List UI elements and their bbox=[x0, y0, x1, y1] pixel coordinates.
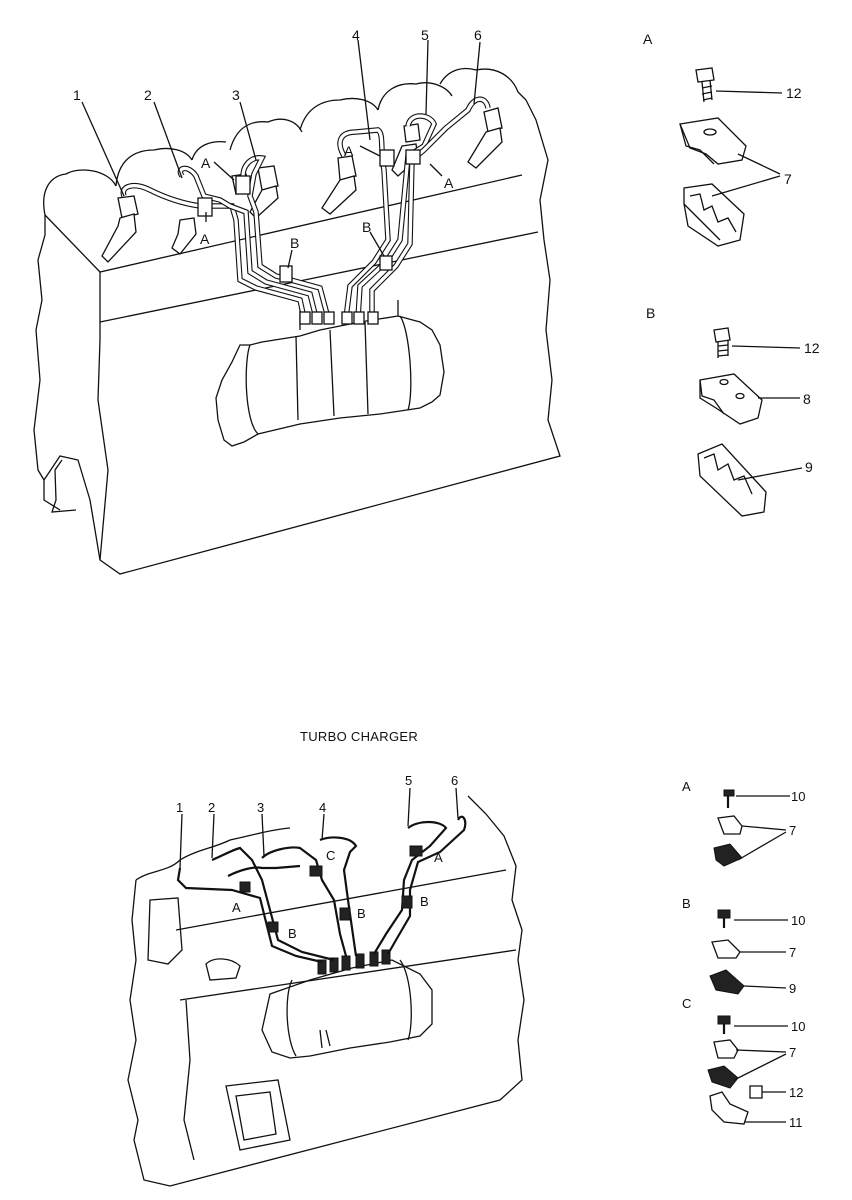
detail-a-upper-clamp bbox=[679, 117, 747, 165]
detail2-a-callout-10: 10 bbox=[791, 789, 805, 804]
bottom-clamp-label-b2: B bbox=[357, 906, 366, 921]
detail-a-bolt bbox=[695, 67, 715, 103]
detail-b-title: B bbox=[646, 305, 655, 321]
top-clamp-label-b2: B bbox=[362, 219, 371, 235]
bottom-clamp-label-b3: B bbox=[420, 894, 429, 909]
bottom-clamp-label-a2: A bbox=[434, 850, 443, 865]
detail2-a-title: A bbox=[682, 779, 691, 794]
detail-b-callout-12: 12 bbox=[804, 340, 820, 356]
detail2-b-callout-10: 10 bbox=[791, 913, 805, 928]
detail-a-callout-7: 7 bbox=[784, 171, 792, 187]
detail2-b-callout-7: 7 bbox=[789, 945, 796, 960]
top-clamp-label-a2: A bbox=[201, 155, 211, 171]
detail-a-callout-12: 12 bbox=[786, 85, 802, 101]
detail-a-lower-clamp bbox=[683, 183, 745, 247]
top-callout-1: 1 bbox=[73, 87, 81, 103]
bottom-clamp-label-c: C bbox=[326, 848, 335, 863]
bottom-callout-6: 6 bbox=[451, 773, 458, 788]
bottom-engine-illustration bbox=[127, 787, 525, 1187]
bottom-clamp-label-a1: A bbox=[232, 900, 241, 915]
detail-b-callout-8: 8 bbox=[803, 391, 811, 407]
injector-6 bbox=[467, 107, 503, 169]
detail-b-bolt bbox=[713, 327, 731, 358]
detail2-b-callout-9: 9 bbox=[789, 981, 796, 996]
detail2-c-title: C bbox=[682, 996, 691, 1011]
bottom-callout-2: 2 bbox=[208, 800, 215, 815]
turbo-charger-heading: TURBO CHARGER bbox=[300, 729, 419, 744]
detail-b-lower-clamp bbox=[697, 443, 767, 517]
bottom-callout-1: 1 bbox=[176, 800, 183, 815]
detail-b-callout-9: 9 bbox=[805, 459, 813, 475]
top-clamp-label-a3: A bbox=[344, 143, 354, 159]
bottom-callout-5: 5 bbox=[405, 773, 412, 788]
top-callout-5: 5 bbox=[421, 27, 429, 43]
bottom-callout-3: 3 bbox=[257, 800, 264, 815]
top-clamp-label-b1: B bbox=[290, 235, 299, 251]
detail2-b-title: B bbox=[682, 896, 691, 911]
bottom-callout-4: 4 bbox=[319, 800, 326, 815]
top-engine-illustration bbox=[33, 39, 561, 575]
detail2-b-parts bbox=[709, 909, 745, 995]
top-callout-6: 6 bbox=[474, 27, 482, 43]
detail2-a-parts bbox=[713, 789, 743, 867]
detail-a-title: A bbox=[643, 31, 653, 47]
injector-2 bbox=[171, 217, 197, 255]
top-clamp-label-a4: A bbox=[444, 175, 454, 191]
detail2-c-callout-7: 7 bbox=[789, 1045, 796, 1060]
top-pump-outlets bbox=[299, 311, 379, 325]
top-callout-3: 3 bbox=[232, 87, 240, 103]
detail2-c-callout-10: 10 bbox=[791, 1019, 805, 1034]
top-callout-4: 4 bbox=[352, 27, 360, 43]
detail2-c-callout-11: 11 bbox=[789, 1115, 803, 1130]
detail2-c-parts bbox=[707, 1015, 763, 1125]
top-clamp-label-a1: A bbox=[200, 231, 210, 247]
top-callout-2: 2 bbox=[144, 87, 152, 103]
detail2-a-callout-7: 7 bbox=[789, 823, 796, 838]
injector-1 bbox=[101, 195, 139, 263]
detail2-c-callout-12: 12 bbox=[789, 1085, 803, 1100]
injector-4 bbox=[321, 155, 357, 215]
top-clamps bbox=[197, 149, 421, 283]
detail-b-upper-clamp bbox=[699, 373, 763, 425]
top-fuel-pipes bbox=[120, 96, 491, 319]
bottom-clamp-label-b1: B bbox=[288, 926, 297, 941]
